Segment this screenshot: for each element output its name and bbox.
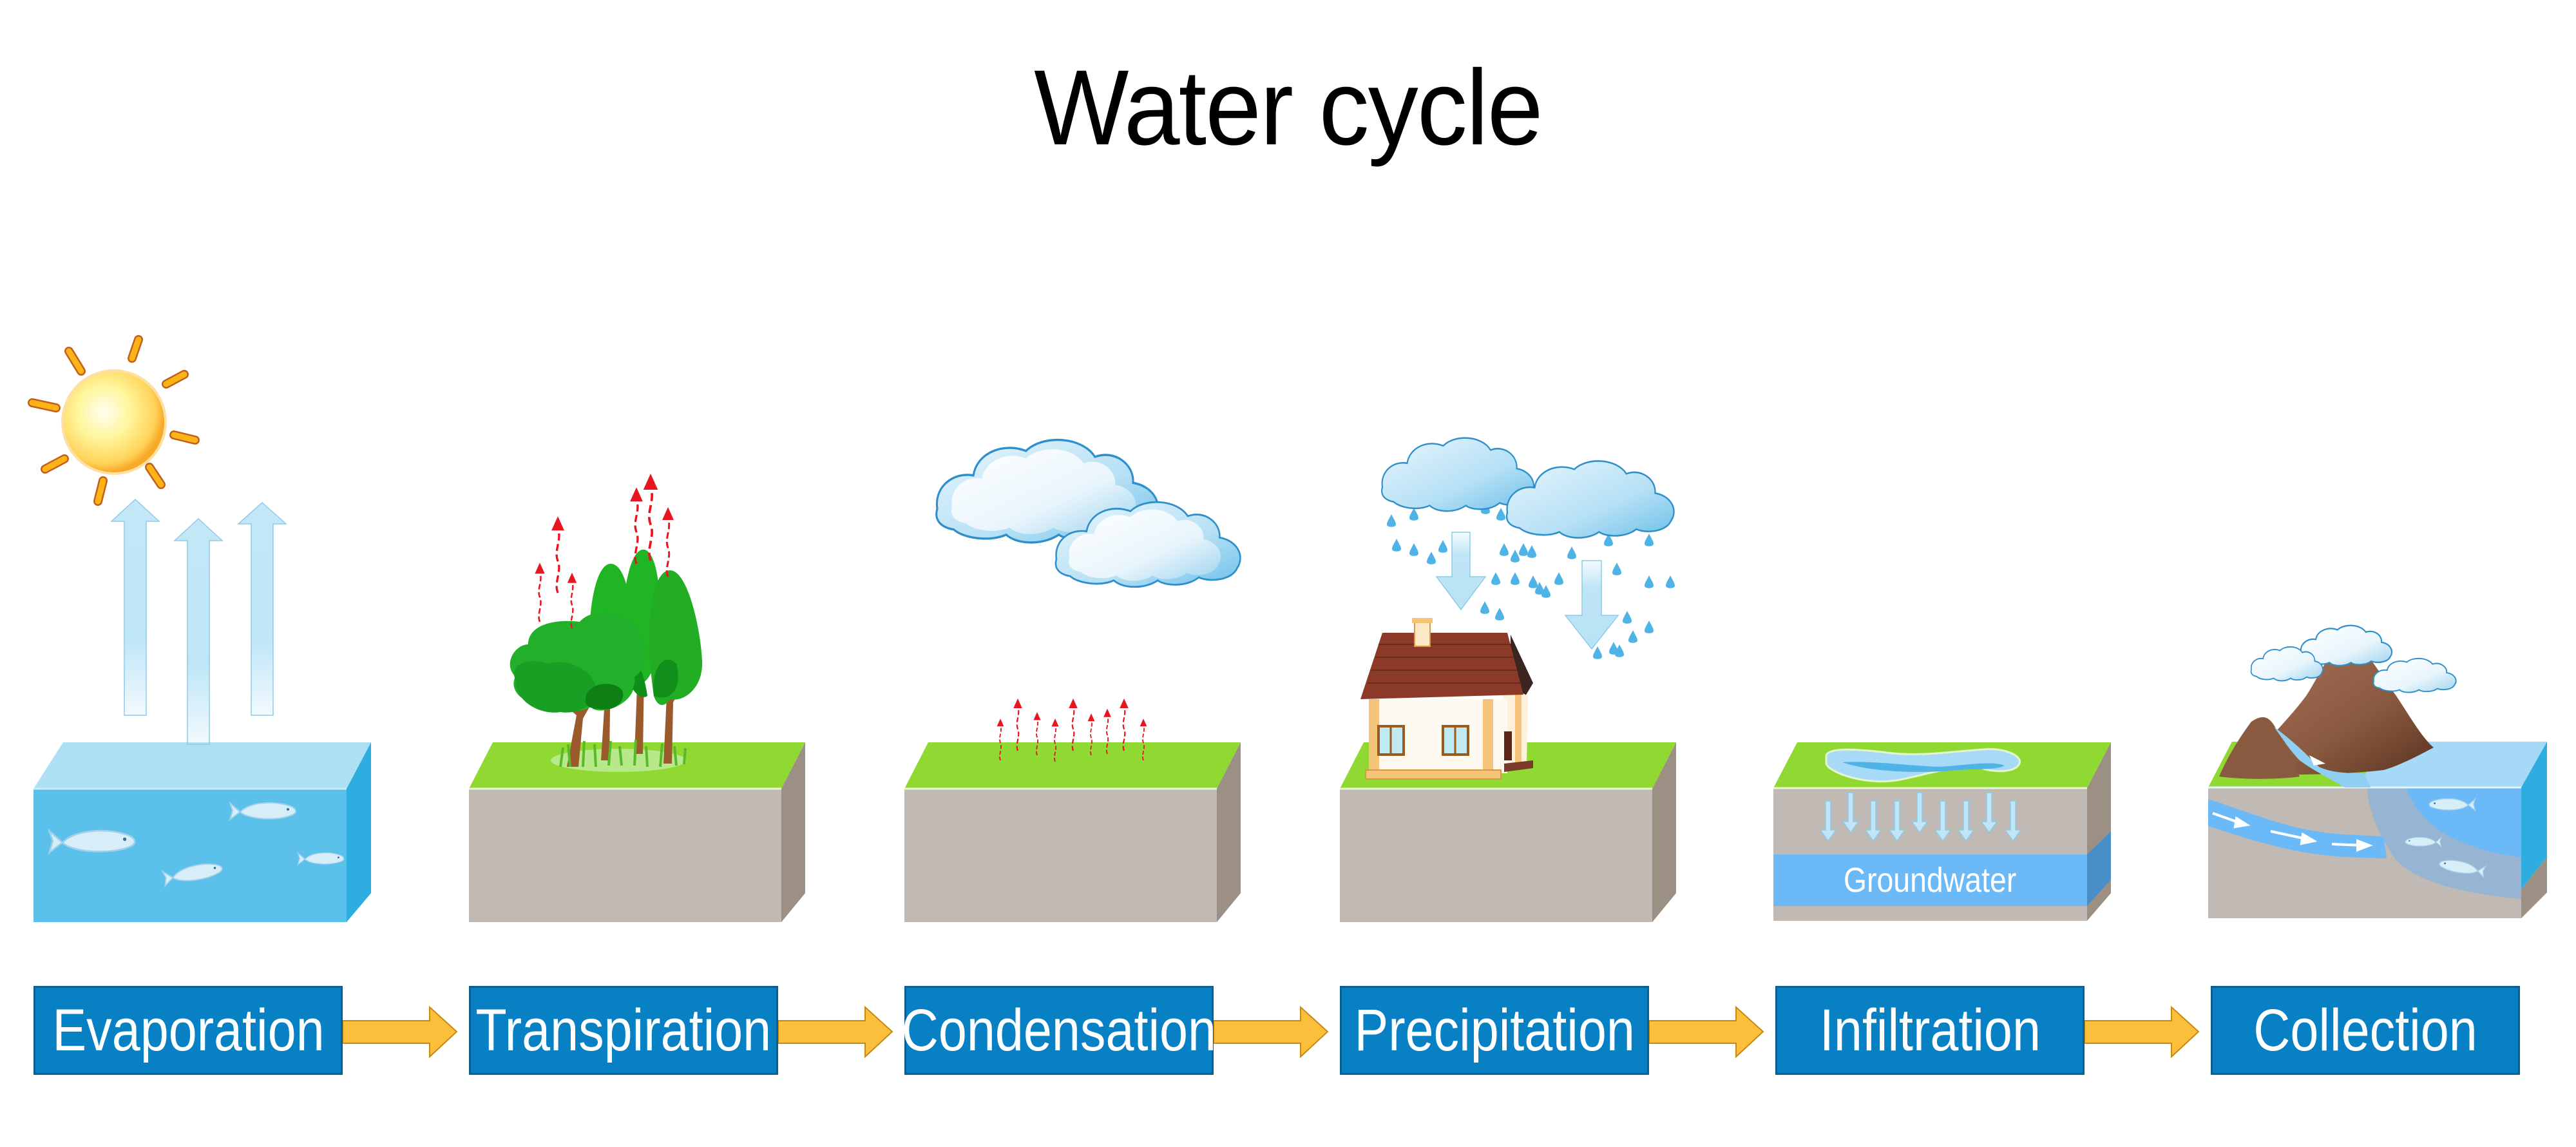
title-text: Water cycle [1034, 48, 1543, 168]
cloud-icon [1505, 460, 1675, 539]
groundwater-layer [1773, 854, 2087, 906]
stage-label-text: Transpiration [475, 998, 772, 1063]
condensation-scene [904, 438, 1241, 922]
house-icon [1360, 618, 1533, 780]
stage-label-collection: Collection [2211, 986, 2520, 1075]
infiltration-scene [1773, 742, 2111, 921]
sun-icon [28, 335, 200, 506]
stage-label-evaporation: Evaporation [33, 986, 343, 1075]
vapor-arrows [110, 498, 287, 745]
arrow-right-icon [1213, 1005, 1329, 1059]
arrow-right-icon [342, 1005, 458, 1059]
flow-arrows [342, 1005, 2200, 1059]
stage-label-text: Evaporation [52, 998, 325, 1063]
evaporation-scene [28, 335, 371, 922]
arrow-right-icon [2084, 1005, 2200, 1059]
arrow-right-icon [1648, 1005, 1764, 1059]
ground-block [1340, 742, 1676, 922]
ground-block [904, 742, 1241, 922]
stage-label-infiltration: Infiltration [1775, 986, 2085, 1075]
collection-scene [2208, 624, 2547, 918]
stage-label-transpiration: Transpiration [469, 986, 778, 1075]
ground-block [469, 742, 805, 922]
precipitation-scene [1340, 437, 1676, 922]
mountain-icon [2219, 641, 2434, 787]
stage-label-text: Precipitation [1354, 998, 1635, 1063]
stage-label-text: Collection [2253, 998, 2477, 1063]
rain-arrow-icon [1435, 532, 1619, 650]
diagram-title: Water cycle [0, 50, 2576, 166]
stage-label-text: Condensation [901, 998, 1217, 1063]
groundwater-text: Groundwater [1844, 861, 2017, 900]
groundwater-label: Groundwater [1773, 854, 2087, 906]
tree-icon [510, 549, 702, 772]
pond-icon [1825, 748, 2021, 783]
transpiration-scene [469, 472, 805, 922]
stage-label-condensation: Condensation [901, 986, 1217, 1075]
stage-label-text: Infiltration [1819, 998, 2041, 1063]
stage-label-precipitation: Precipitation [1340, 986, 1649, 1075]
arrow-right-icon [778, 1005, 893, 1059]
